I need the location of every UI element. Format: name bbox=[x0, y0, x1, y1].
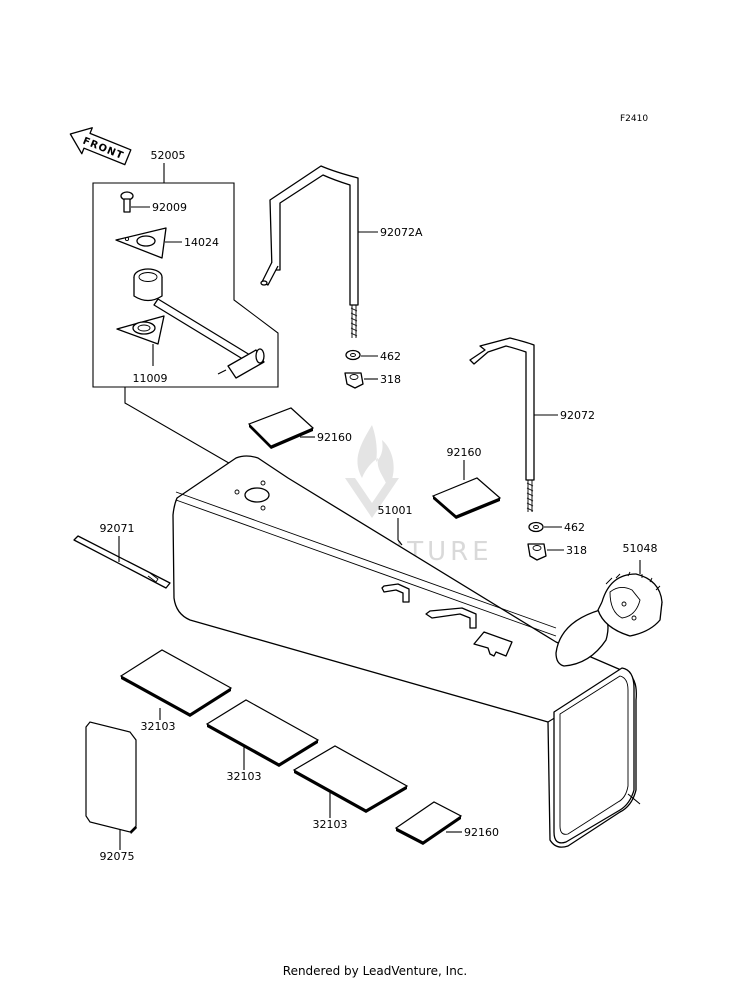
strap-92072A bbox=[260, 165, 378, 338]
washer-462-a bbox=[345, 349, 378, 361]
callout-462-b: 462 bbox=[564, 521, 585, 534]
pad-32103-b bbox=[205, 699, 320, 770]
figure-code: F2410 bbox=[620, 114, 648, 124]
callout-11009: 11009 bbox=[133, 372, 168, 385]
band-92071 bbox=[73, 535, 171, 589]
gauge-assembly-bracket bbox=[92, 163, 279, 388]
callout-462-a: 462 bbox=[380, 350, 401, 363]
callout-92160-b: 92160 bbox=[447, 446, 482, 459]
pad-32103-c bbox=[292, 745, 409, 818]
leader-gauge-to-tank bbox=[124, 387, 235, 467]
callout-51001: 51001 bbox=[378, 504, 413, 517]
callout-92072A: 92072A bbox=[380, 226, 423, 239]
callout-labels: 52005 92009 14024 11009 92072A 462 318 9… bbox=[100, 149, 658, 863]
callout-52005: 52005 bbox=[151, 149, 186, 162]
callout-92071: 92071 bbox=[100, 522, 135, 535]
fuel-gauge-11009 bbox=[116, 268, 265, 379]
callout-92075: 92075 bbox=[100, 850, 135, 863]
washer-462-b bbox=[528, 521, 562, 533]
front-arrow-icon: FRONT bbox=[69, 127, 132, 166]
callout-92160-a: 92160 bbox=[317, 431, 352, 444]
callout-51048: 51048 bbox=[623, 542, 658, 555]
pad-92075 bbox=[85, 721, 137, 850]
footer-credit: Rendered by LeadVenture, Inc. bbox=[283, 964, 467, 978]
pad-92160-a bbox=[247, 407, 315, 449]
fuel-tank-51001 bbox=[172, 455, 641, 848]
callout-14024: 14024 bbox=[184, 236, 219, 249]
plate-14024 bbox=[115, 227, 182, 259]
callout-318-b: 318 bbox=[566, 544, 587, 557]
callout-92072: 92072 bbox=[560, 409, 595, 422]
callout-92160-c: 92160 bbox=[464, 826, 499, 839]
callout-92009: 92009 bbox=[152, 201, 187, 214]
fuel-cap-51048 bbox=[597, 560, 663, 637]
bolt-92009 bbox=[120, 191, 150, 213]
callout-32103-a: 32103 bbox=[141, 720, 176, 733]
strap-92072 bbox=[469, 337, 558, 512]
nut-318-b bbox=[527, 543, 564, 561]
callout-318-a: 318 bbox=[380, 373, 401, 386]
nut-318-a bbox=[344, 372, 378, 389]
pad-32103-a bbox=[119, 649, 233, 720]
callout-32103-c: 32103 bbox=[313, 818, 348, 831]
pad-92160-b bbox=[431, 460, 502, 519]
callout-32103-b: 32103 bbox=[227, 770, 262, 783]
pad-92160-c bbox=[394, 801, 463, 845]
